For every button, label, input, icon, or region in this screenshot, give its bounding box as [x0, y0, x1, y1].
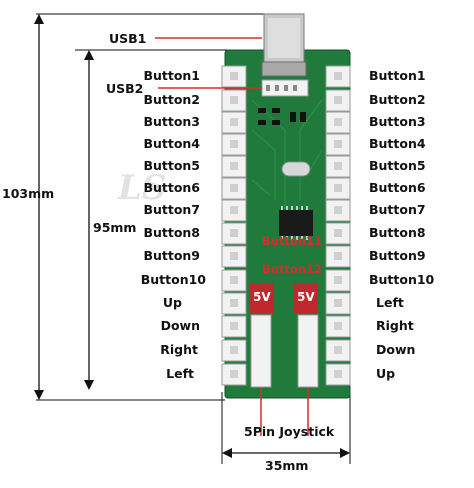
right-label-5: Button5 [369, 158, 426, 173]
5v-left-marker [250, 283, 274, 313]
left-connector-pin-5 [230, 162, 238, 170]
right-label-3: Button3 [369, 114, 426, 129]
right-label-10: Button10 [369, 272, 435, 287]
left-connector-pin-2 [230, 96, 238, 104]
watermark: LS [118, 168, 167, 208]
right-label-4: Button4 [369, 136, 426, 151]
right-connector-pin-5 [334, 162, 342, 170]
left-label-9: Button9 [143, 248, 200, 263]
5v-left-label: 5V [253, 290, 271, 304]
joystick-label: 5Pin Joystick [244, 424, 335, 439]
right-connector-pin-9 [334, 252, 342, 260]
left-label-10: Button10 [140, 272, 206, 287]
left-label-12: Down [160, 318, 200, 333]
left-label-7: Button7 [143, 202, 200, 217]
controller-chip [279, 210, 313, 236]
left-connector-pin-6 [230, 184, 238, 192]
right-connector-pin-1 [334, 72, 342, 80]
left-connector-pin-11 [230, 299, 238, 307]
left-label-2: Button2 [143, 92, 200, 107]
left-label-5: Button5 [143, 158, 200, 173]
right-connector-pin-4 [334, 140, 342, 148]
right-connector-pin-3 [334, 118, 342, 126]
right-label-14: Up [376, 366, 396, 381]
right-label-12: Right [376, 318, 414, 333]
left-label-8: Button8 [143, 225, 200, 240]
right-connector-pin-14 [334, 370, 342, 378]
right-label-8: Button8 [369, 225, 426, 240]
right-label-6: Button6 [369, 180, 426, 195]
overall-height-label: 103mm [2, 186, 55, 201]
left-connector-pin-7 [230, 206, 238, 214]
board-height-label: 95mm [93, 220, 137, 235]
width-label: 35mm [265, 458, 309, 473]
left-connector-pin-1 [230, 72, 238, 80]
right-connector-pin-11 [334, 299, 342, 307]
right-connector-pin-2 [334, 96, 342, 104]
left-connector-pin-4 [230, 140, 238, 148]
left-label-6: Button6 [143, 180, 200, 195]
button12-label: Button12 [262, 262, 323, 276]
right-label-2: Button2 [369, 92, 426, 107]
joystick-connector-right [297, 314, 319, 388]
left-connector-pin-14 [230, 370, 238, 378]
left-label-13: Right [160, 342, 198, 357]
right-label-11: Left [376, 295, 404, 310]
right-label-13: Down [376, 342, 416, 357]
left-label-14: Left [166, 366, 194, 381]
left-connector-pin-3 [230, 118, 238, 126]
left-label-4: Button4 [143, 136, 200, 151]
right-label-7: Button7 [369, 202, 426, 217]
5v-right-marker [294, 283, 318, 313]
button11-label: Button11 [262, 234, 323, 248]
right-connector-pin-10 [334, 276, 342, 284]
usb2-label: USB2 [106, 81, 144, 96]
left-label-11: Up [162, 295, 182, 310]
left-label-3: Button3 [143, 114, 200, 129]
right-connector-pin-12 [334, 322, 342, 330]
5v-right-label: 5V [297, 290, 315, 304]
right-connector-pin-8 [334, 229, 342, 237]
joystick-connector-left [250, 314, 272, 388]
right-label-1: Button1 [369, 68, 426, 83]
left-connector-pin-8 [230, 229, 238, 237]
left-label-1: Button1 [143, 68, 200, 83]
right-connector-pin-6 [334, 184, 342, 192]
usb1-label: USB1 [109, 31, 147, 46]
left-connector-pin-9 [230, 252, 238, 260]
left-connector-pin-12 [230, 322, 238, 330]
right-label-9: Button9 [369, 248, 426, 263]
left-connector-pin-10 [230, 276, 238, 284]
right-connector-pin-7 [334, 206, 342, 214]
left-connector-pin-13 [230, 346, 238, 354]
right-connector-pin-13 [334, 346, 342, 354]
crystal [281, 161, 311, 177]
